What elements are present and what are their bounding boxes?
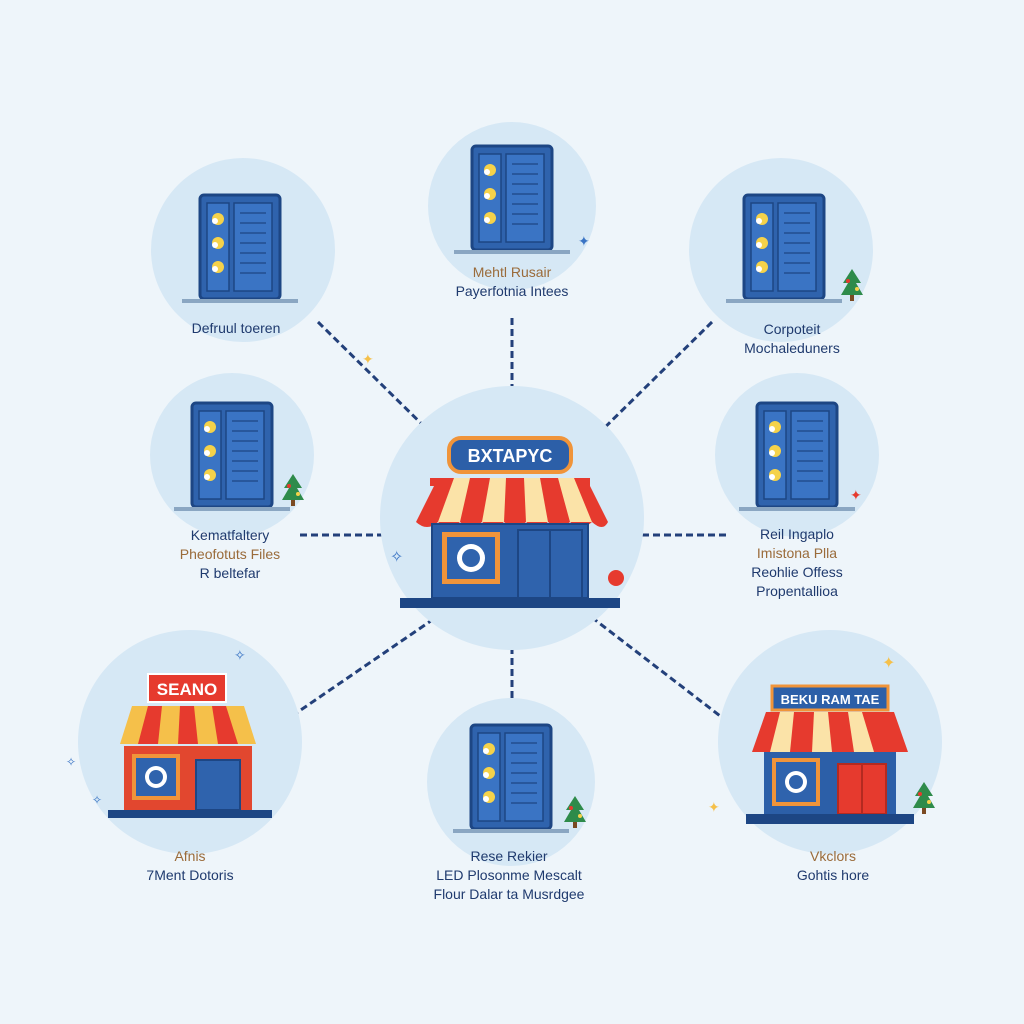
sparkle-icon: ✦ [882, 655, 895, 672]
node-bottom-right-label: Vkclors Gohtis hore [713, 847, 953, 885]
node-label-line: Mehtl Rusair [472, 264, 552, 280]
node-label-line: Flour Dalar ta Musrdgee [433, 886, 585, 902]
node-label-line: Propentallioa [756, 583, 838, 599]
sparkle-icon: ✧ [92, 793, 102, 807]
connector-top-left [316, 320, 440, 442]
node-label-line: Reil Ingaplo [760, 526, 834, 542]
connector-bottom-left [291, 614, 439, 718]
node-label-line: Afnis [174, 848, 206, 864]
store-sign [147, 673, 227, 703]
sparkle-icon: ✦ [708, 799, 720, 815]
node-label-line: LED Plosonme Mescalt [436, 867, 582, 883]
node-label-line: Gohtis hore [796, 867, 870, 883]
node-label-line: Mochaleduners [744, 340, 840, 356]
node-mid-left [150, 373, 314, 537]
kiosk-icon [452, 144, 572, 256]
node-top-left [151, 158, 335, 342]
node-label-line: 7Ment Dotoris [146, 867, 234, 883]
node-top-right [689, 158, 873, 342]
node-label-line: Corpoteit [763, 321, 821, 337]
sparkle-icon: ✦ [362, 351, 374, 367]
ornament-icon [608, 570, 624, 586]
node-label-line: Rese Rekier [470, 848, 548, 864]
kiosk-icon [180, 193, 300, 305]
sparkle-icon: ✦ [850, 487, 862, 503]
node-label-line: Reohlie Offess [751, 564, 843, 580]
node-top-left-label: Defruul toeren [116, 319, 356, 338]
connector-bottom-right [589, 614, 729, 724]
kiosk-icon [451, 723, 571, 835]
node-mid-right-label: Reil Ingaplo Imistona Plla Reohlie Offes… [677, 525, 917, 601]
store-sign [770, 684, 890, 712]
node-bottom-right: BEKU RAM TAE ✦ ✦ [708, 630, 942, 854]
store-sign-text: BXTAPYC [468, 446, 553, 466]
sparkle-icon: ✧ [66, 755, 76, 769]
node-label-line: Kematfaltery [190, 527, 270, 543]
kiosk-icon [737, 401, 857, 513]
node-bottom-label: Rese Rekier LED Plosonme Mescalt Flour D… [389, 847, 629, 904]
sparkle-icon: ✧ [390, 549, 403, 566]
node-label-line: Imistona Plla [756, 545, 838, 561]
store-sign [447, 436, 573, 474]
node-label-line: Defruul toeren [191, 320, 281, 336]
store-awning [416, 478, 608, 527]
node-bottom [427, 698, 595, 866]
node-bottom-left-label: Afnis 7Ment Dotoris [70, 847, 310, 885]
node-top-label: Mehtl Rusair Payerfotnia Intees [392, 263, 632, 301]
kiosk-icon [724, 193, 844, 305]
store-sign-text: SEANO [157, 680, 217, 699]
node-label-line: Payerfotnia Intees [455, 283, 569, 299]
store-door [195, 759, 241, 811]
node-mid-left-label: Kematfaltery Pheofotuts Files R beltefar [110, 526, 350, 583]
connector-top-right [590, 320, 714, 442]
node-bottom-left: SEANO ✧ ✧ ✧ [66, 630, 302, 854]
node-top: ✦ [428, 122, 596, 290]
kiosk-icon [172, 401, 292, 513]
store-sign-text: BEKU RAM TAE [781, 692, 880, 707]
node-mid-right: ✦ [715, 373, 879, 537]
node-center: BXTAPYC ✧ [380, 386, 644, 650]
node-label-line: Vkclors [810, 848, 856, 864]
sparkle-icon: ✦ [578, 233, 590, 249]
sparkle-icon: ✧ [234, 647, 246, 663]
node-label-line: Pheofotuts Files [179, 546, 281, 562]
node-top-right-label: Corpoteit Mochaleduners [672, 320, 912, 358]
node-label-line: R beltefar [199, 565, 261, 581]
